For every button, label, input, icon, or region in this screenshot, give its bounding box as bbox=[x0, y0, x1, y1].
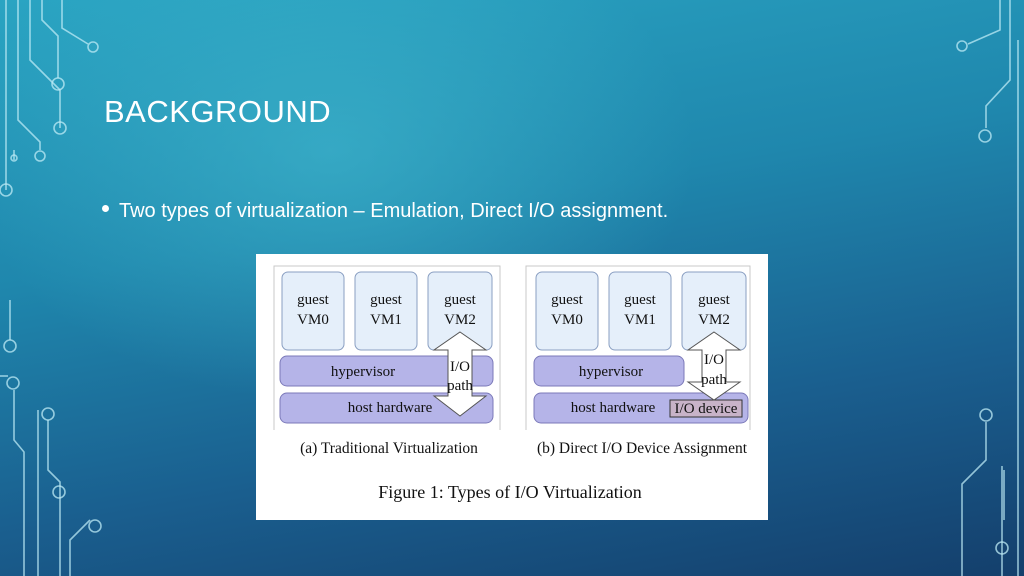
panel-a-caption: (a) Traditional Virtualization bbox=[300, 440, 478, 457]
panel-b-vm0-box bbox=[535, 271, 599, 351]
panel-b-io-line2: path bbox=[701, 372, 727, 388]
panel-b-vm0-line1: guest bbox=[551, 292, 583, 308]
panel-a-vm1-line2: VM1 bbox=[370, 312, 402, 328]
bullet-text: Two types of virtualization – Emulation,… bbox=[119, 200, 669, 222]
panel-a-frame bbox=[273, 265, 501, 430]
panel-b-frame bbox=[525, 265, 751, 430]
panel-a-vm0-line2: VM0 bbox=[297, 312, 329, 328]
panel-b-vm1-line2: VM1 bbox=[624, 312, 656, 328]
panel-b-io-line1: I/O bbox=[704, 352, 724, 368]
panel-b-hypervisor-layer bbox=[533, 355, 685, 387]
panel-a-vm2-line1: guest bbox=[444, 292, 476, 308]
panel-b-vm1-box bbox=[608, 271, 672, 351]
panel-a-hypervisor-label: hypervisor bbox=[331, 364, 395, 380]
panel-b-vm1-line1: guest bbox=[624, 292, 656, 308]
panel-b-vm2-line1: guest bbox=[698, 292, 730, 308]
panel-b-vm0-line2: VM0 bbox=[551, 312, 583, 328]
panel-b-io-arrow-icon bbox=[686, 331, 742, 401]
panel-a-vm2-line2: VM2 bbox=[444, 312, 476, 328]
slide-title: BACKGROUND bbox=[104, 94, 332, 129]
panel-b-caption: (b) Direct I/O Device Assignment bbox=[537, 440, 748, 457]
panel-a-host-label: host hardware bbox=[348, 400, 433, 416]
panel-a-io-arrow-icon bbox=[432, 331, 488, 417]
panel-b-hypervisor-label: hypervisor bbox=[579, 364, 643, 380]
panel-b-host-label: host hardware bbox=[571, 400, 656, 416]
panel-b-vm2-line2: VM2 bbox=[698, 312, 730, 328]
panel-a-vm0-box bbox=[281, 271, 345, 351]
bullet-item: Two types of virtualization – Emulation,… bbox=[102, 200, 668, 223]
panel-b-io-device-label: I/O device bbox=[675, 401, 738, 417]
bullet-dot-icon bbox=[102, 205, 109, 212]
panel-b-io-device-box bbox=[669, 399, 743, 418]
panel-a-vm1-box bbox=[354, 271, 418, 351]
figure-image: .vm { fill:#e5effa; stroke:#8a9fc2; stro… bbox=[256, 254, 768, 520]
panel-a-io-line1: I/O bbox=[450, 359, 470, 375]
panel-a-hypervisor-layer bbox=[279, 355, 494, 387]
panel-a-io-line2: path bbox=[447, 378, 473, 394]
panel-a-vm1-line1: guest bbox=[370, 292, 402, 308]
panel-a-vm0-line1: guest bbox=[297, 292, 329, 308]
figure-caption: Figure 1: Types of I/O Virtualization bbox=[378, 482, 641, 502]
io-virtualization-diagram: .vm { fill:#e5effa; stroke:#8a9fc2; stro… bbox=[273, 265, 751, 502]
